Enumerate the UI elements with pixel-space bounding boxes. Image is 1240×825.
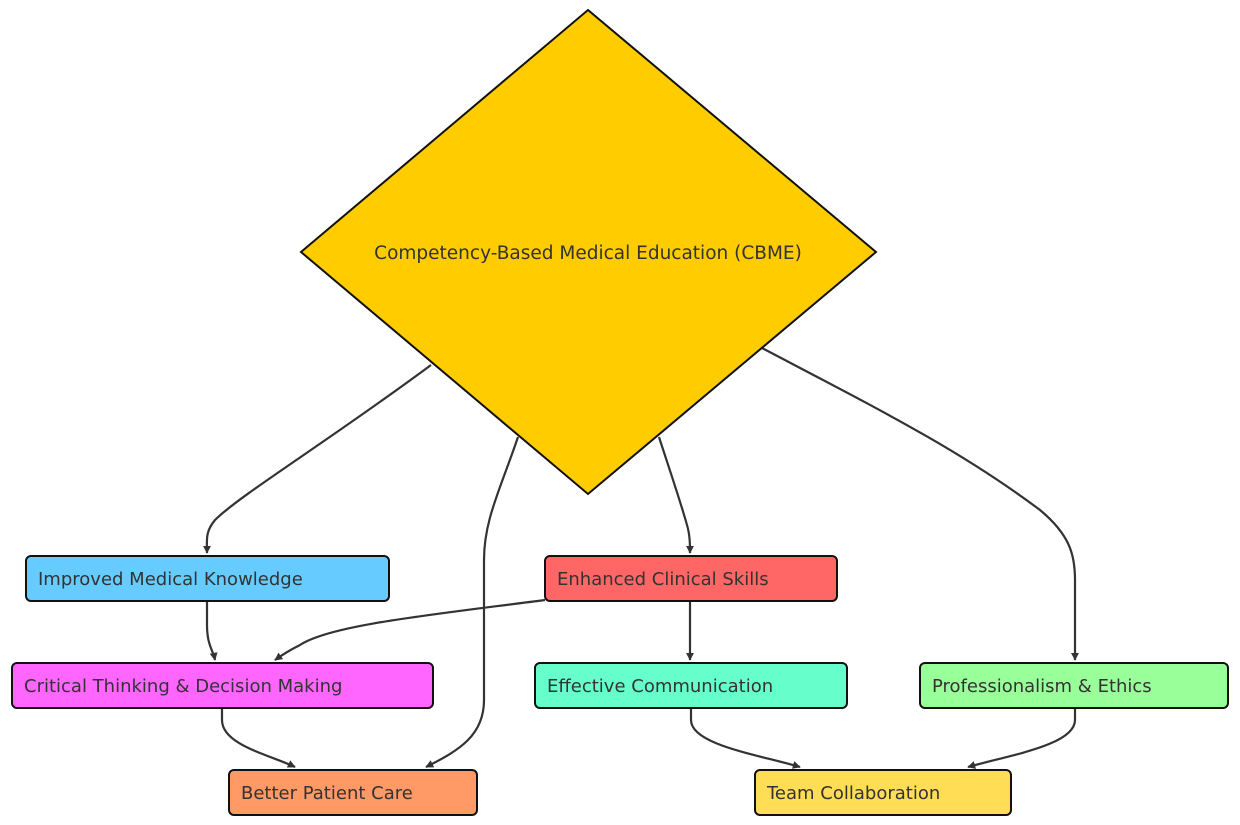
edge-clinical-to-critical xyxy=(274,598,546,661)
node-team: Team Collaboration xyxy=(754,769,1012,816)
edge-knowledge-to-critical xyxy=(205,601,218,661)
team-box xyxy=(754,769,1012,816)
edge-communication-to-team xyxy=(689,709,801,769)
node-professionalism: Professionalism & Ethics xyxy=(919,662,1229,709)
node-knowledge: Improved Medical Knowledge xyxy=(25,555,390,602)
critical-box xyxy=(11,662,434,709)
professionalism-box xyxy=(919,662,1229,709)
patient-care-label: Better Patient Care xyxy=(241,783,413,804)
team-label: Team Collaboration xyxy=(766,783,940,804)
edge-cbme-to-professionalism xyxy=(761,347,1079,661)
patient-care-box xyxy=(228,769,478,816)
node-cbme: Competency-Based Medical Education (CBME… xyxy=(299,8,878,496)
node-clinical: Enhanced Clinical Skills xyxy=(544,555,838,602)
critical-label: Critical Thinking & Decision Making xyxy=(24,676,342,697)
clinical-box xyxy=(544,555,838,602)
node-patient-care: Better Patient Care xyxy=(228,769,478,816)
edge-cbme-to-clinical xyxy=(657,436,694,554)
clinical-label: Enhanced Clinical Skills xyxy=(557,569,769,590)
knowledge-box xyxy=(25,555,390,602)
communication-label: Effective Communication xyxy=(547,676,773,697)
cbme-diamond xyxy=(299,8,878,496)
edge-cbme-to-patient-care xyxy=(425,436,520,768)
node-communication: Effective Communication xyxy=(534,662,848,709)
edge-cbme-to-knowledge xyxy=(202,364,432,554)
communication-box xyxy=(534,662,848,709)
node-critical: Critical Thinking & Decision Making xyxy=(11,662,434,709)
knowledge-label: Improved Medical Knowledge xyxy=(38,569,303,590)
edge-professionalism-to-team xyxy=(967,709,1077,769)
edge-critical-to-patient-care xyxy=(220,709,296,768)
professionalism-label: Professionalism & Ethics xyxy=(932,676,1152,697)
edges-layer xyxy=(202,347,1079,769)
cbme-label: Competency-Based Medical Education (CBME… xyxy=(374,243,802,264)
